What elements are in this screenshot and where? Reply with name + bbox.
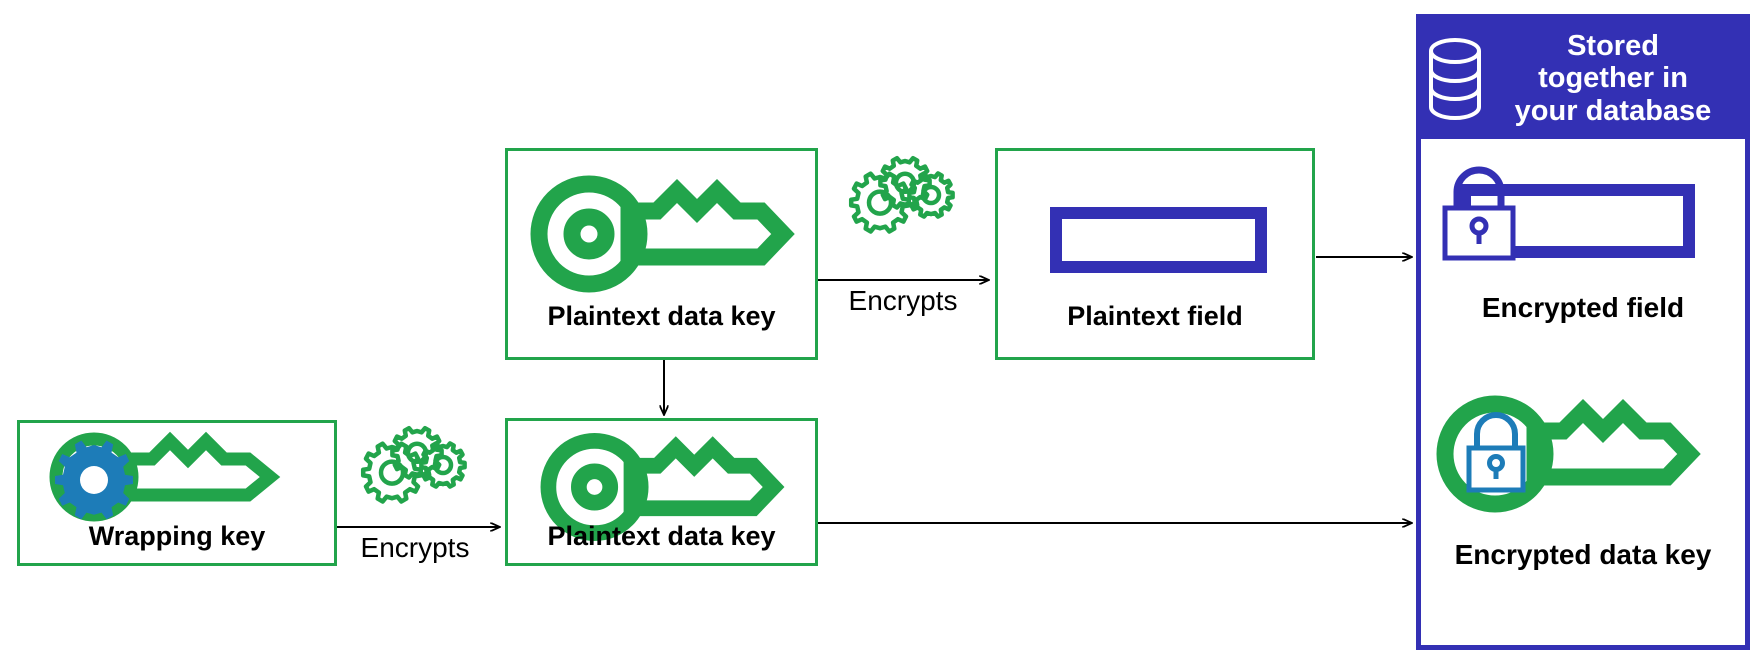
node-label-plaintext-field: Plaintext field [1067,301,1243,331]
node-label-encrypted-field: Encrypted field [1481,292,1685,323]
database-cylinder-icon [1426,37,1484,121]
locked-field-icon [1442,160,1708,280]
edge-label-encrypts-datakey: Encrypts [848,285,958,316]
node-encrypted-data-key[interactable]: Encrypted data key [1421,374,1745,644]
node-label-plaintext-data-key-top: Plaintext data key [547,301,776,331]
node-plaintext-data-key-top[interactable]: Plaintext data key [505,148,818,360]
field-rectangle-icon [1050,207,1267,273]
node-plaintext-field[interactable]: Plaintext field [995,148,1315,360]
key-with-lock-icon [1429,384,1737,524]
edge-label-encrypts-wrapping: Encrypts [360,532,470,563]
gears-icon [360,425,470,505]
node-label-encrypted-data-key: Encrypted data key [1454,539,1712,570]
database-panel: Stored together in your database Encrypt… [1416,14,1750,650]
node-plaintext-data-key-bottom[interactable]: Plaintext data key [505,418,818,566]
database-panel-header-text: Stored together in your database [1514,29,1712,127]
database-panel-header: Stored together in your database [1420,18,1746,139]
gears-icon [848,155,958,235]
node-encrypted-field[interactable]: Encrypted field [1421,140,1745,355]
key-icon [525,427,797,547]
node-label-wrapping-key: Wrapping key [88,521,266,551]
key-with-gear-icon [42,431,316,523]
node-label-plaintext-data-key-bottom: Plaintext data key [547,521,776,551]
key-icon [525,169,797,299]
node-wrapping-key[interactable]: Wrapping key [17,420,337,566]
